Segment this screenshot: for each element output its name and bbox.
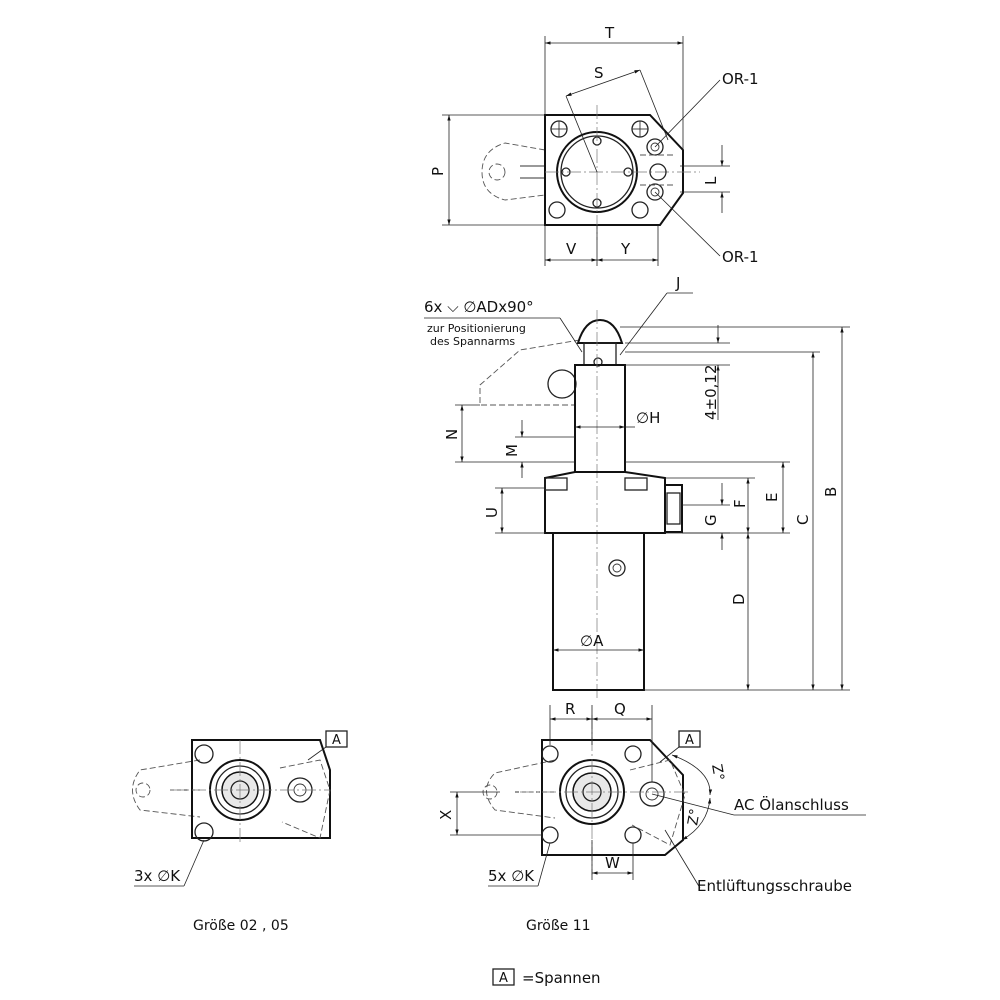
corner-hole [631, 201, 649, 219]
legend: A =Spannen [492, 968, 601, 987]
box-A-large-label: A [685, 733, 694, 748]
oring-port [646, 183, 664, 201]
oil-port-label: AC Ölanschluss [734, 795, 849, 814]
center-port [649, 163, 667, 181]
arm-outline-small [132, 759, 201, 818]
angle-Z-bottom: Z° [685, 808, 704, 827]
note-positioning-2: des Spannarms [430, 335, 515, 348]
corner-hole [194, 744, 214, 764]
dim-F-label: F [731, 499, 749, 508]
hole-label-small: 3x ∅K [134, 867, 181, 885]
dim-M-label: M [503, 444, 521, 457]
dim-E-label: E [763, 493, 781, 502]
dim-tolerance: 4±0,12 [702, 364, 720, 420]
dim-P-label: P [429, 167, 447, 176]
dim-V-label: V [566, 240, 577, 258]
legend-text: =Spannen [522, 969, 601, 987]
corner-hole [548, 201, 566, 219]
box-A-small [325, 730, 348, 748]
dim-R-label: R [565, 700, 575, 718]
note-positioning-1: zur Positionierung [427, 322, 526, 335]
top-view: T S P L V Y OR-1 OR-1 [429, 24, 759, 266]
hole-label-large: 5x ∅K [488, 867, 535, 885]
dim-A-label: ∅A [580, 632, 604, 650]
dim-W-label: W [605, 854, 620, 872]
vent-screw-side [608, 559, 626, 577]
bolt-head [576, 318, 624, 344]
piston-rod [574, 364, 626, 473]
dim-Y-label: Y [620, 240, 631, 258]
box-A-small-label: A [332, 733, 341, 748]
side-view: 6x ⌵ ∅ADx90° zur Positionierung des Span… [424, 274, 850, 700]
dim-X-label: X [437, 810, 455, 820]
dim-G-label: G [702, 514, 720, 526]
angle-Z-top: Z° [708, 763, 727, 782]
dim-C-label: C [794, 515, 812, 525]
oring-label-top: OR-1 [722, 70, 759, 88]
dim-N-label: N [443, 429, 461, 440]
corner-hole [624, 826, 642, 844]
dim-S-label: S [594, 64, 604, 82]
caption-large: Größe 11 [526, 918, 591, 934]
legend-box [492, 968, 515, 986]
note-countersink: 6x ⌵ ∅ADx90° [424, 298, 534, 316]
box-A-large [678, 730, 701, 748]
dim-H-label: ∅H [636, 409, 660, 427]
clamp-arm-side [479, 339, 581, 406]
dim-L-label: L [702, 176, 720, 185]
vent-screw-label: Entlüftungsschraube [697, 877, 852, 895]
plate-large [541, 739, 684, 856]
dim-T-label: T [604, 24, 615, 42]
arm-hole [488, 163, 506, 181]
dim-Q-label: Q [614, 700, 626, 718]
large-view: R Q X W Z° Z° A AC Ölanschluss Entlüftun… [437, 700, 866, 934]
small-view: A 3x ∅K Größe 02 , 05 [132, 730, 348, 934]
corner-hole [541, 826, 559, 844]
corner-hole [624, 745, 642, 763]
corner-hole [541, 745, 559, 763]
arm-screw [547, 369, 577, 399]
plate-small [191, 739, 331, 839]
dim-B-label: B [822, 487, 840, 497]
caption-small: Größe 02 , 05 [193, 918, 289, 934]
legend-box-label: A [499, 971, 508, 986]
oil-port-side [664, 484, 683, 533]
oring-label-bottom: OR-1 [722, 248, 759, 266]
dim-U-label: U [483, 507, 501, 518]
cylinder [552, 532, 645, 691]
dim-D-label: D [730, 593, 748, 605]
label-J: J [675, 274, 680, 292]
clamp-arm-outline [481, 142, 546, 201]
